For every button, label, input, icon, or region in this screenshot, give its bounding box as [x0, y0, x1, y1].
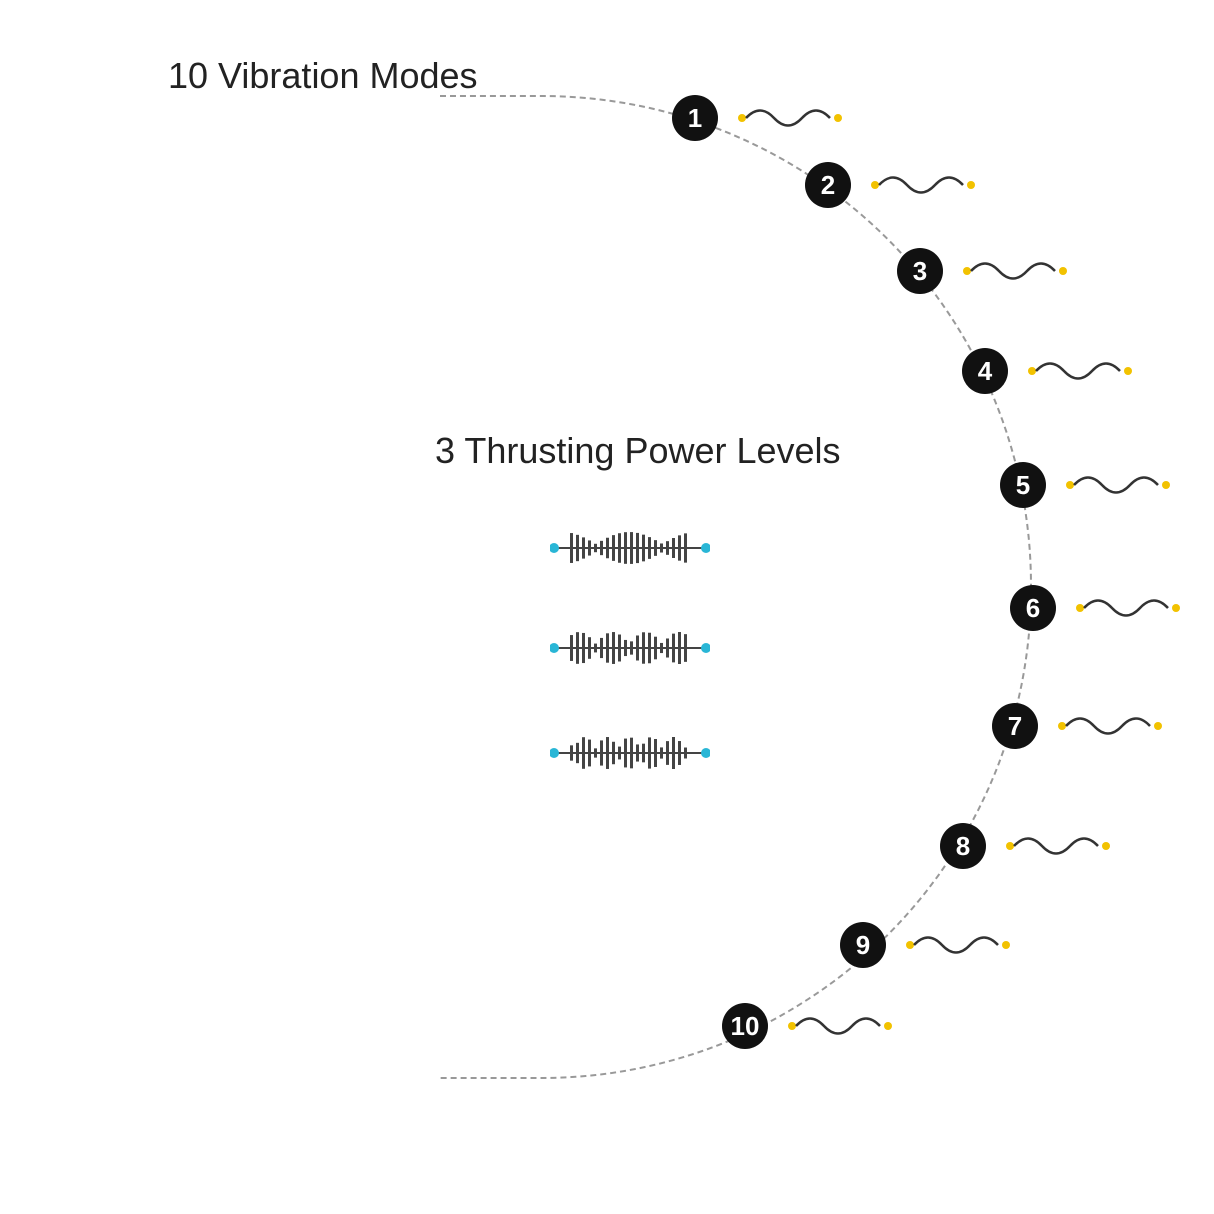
mode-7: 7 [992, 703, 1168, 749]
mode-number: 6 [1010, 585, 1056, 631]
wave-icon [738, 109, 842, 127]
level-3-icon [550, 737, 710, 769]
mode-number: 2 [805, 162, 851, 208]
level-1-icon [550, 532, 710, 564]
mode-number: 1 [672, 95, 718, 141]
mode-number: 4 [962, 348, 1008, 394]
wave-icon [1058, 717, 1162, 735]
mode-4: 4 [962, 348, 1138, 394]
vibration-heading: 10 Vibration Modes [168, 55, 478, 96]
mode-number: 9 [840, 922, 886, 968]
wave-icon [1006, 837, 1110, 855]
wave-icon [1028, 362, 1132, 380]
level-2-icon [550, 632, 710, 664]
mode-10: 10 [722, 1003, 898, 1049]
mode-5: 5 [1000, 462, 1176, 508]
wave-icon [1076, 599, 1180, 617]
mode-number: 7 [992, 703, 1038, 749]
wave-icon [871, 176, 975, 194]
mode-6: 6 [1010, 585, 1186, 631]
wave-icon [788, 1017, 892, 1035]
mode-number: 8 [940, 823, 986, 869]
wave-icon [906, 936, 1010, 954]
mode-9: 9 [840, 922, 1016, 968]
mode-2: 2 [805, 162, 981, 208]
mode-number: 3 [897, 248, 943, 294]
mode-number: 5 [1000, 462, 1046, 508]
mode-3: 3 [897, 248, 1073, 294]
mode-number: 10 [722, 1003, 768, 1049]
wave-icon [963, 262, 1067, 280]
mode-8: 8 [940, 823, 1116, 869]
mode-1: 1 [672, 95, 848, 141]
wave-icon [1066, 476, 1170, 494]
